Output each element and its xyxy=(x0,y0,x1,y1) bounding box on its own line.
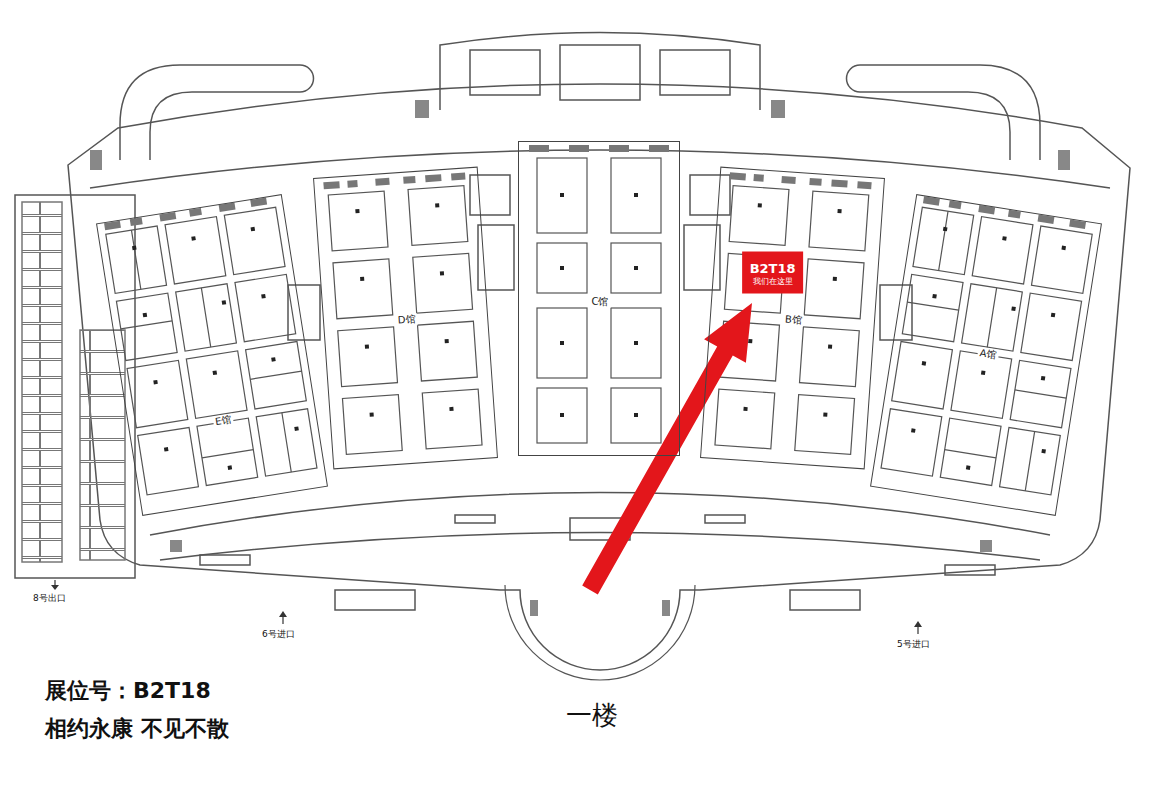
booth-grid xyxy=(323,172,484,454)
booth-info: 展位号：B2T18 xyxy=(45,676,211,705)
floor-label: 一楼 xyxy=(566,698,618,732)
exhibition-hall: A馆 xyxy=(870,194,1102,516)
entrance-label: 5号进口 xyxy=(897,638,930,650)
booth-grid xyxy=(711,172,872,454)
exhibition-hall: E馆 xyxy=(96,194,328,516)
exhibition-hall: C馆 xyxy=(518,141,680,456)
direction-arrows xyxy=(51,580,922,634)
stair-blocks xyxy=(90,100,1070,616)
hall-name: A馆 xyxy=(977,347,999,362)
slogan: 相约永康 不见不散 xyxy=(45,714,229,743)
hall-name: E馆 xyxy=(212,414,234,429)
building-outline xyxy=(15,33,1130,681)
hall-name: C馆 xyxy=(590,296,611,308)
hall-name: D馆 xyxy=(395,313,417,326)
exhibition-hall: B馆 B2T18我们在这里 xyxy=(700,167,885,470)
booth-grid xyxy=(529,145,669,443)
booth-marker: B2T18我们在这里 xyxy=(741,251,802,293)
entrance-label: 6号进口 xyxy=(262,628,295,640)
hall-name: B馆 xyxy=(782,313,804,326)
exit-label: 8号出口 xyxy=(33,592,66,604)
exhibition-hall: D馆 xyxy=(313,167,498,470)
booth-number: B2T18 xyxy=(749,259,795,276)
red-arrow xyxy=(582,303,752,594)
booth-note: 我们在这里 xyxy=(752,276,792,286)
booth-grid xyxy=(104,196,317,495)
booth-grid xyxy=(881,196,1094,495)
